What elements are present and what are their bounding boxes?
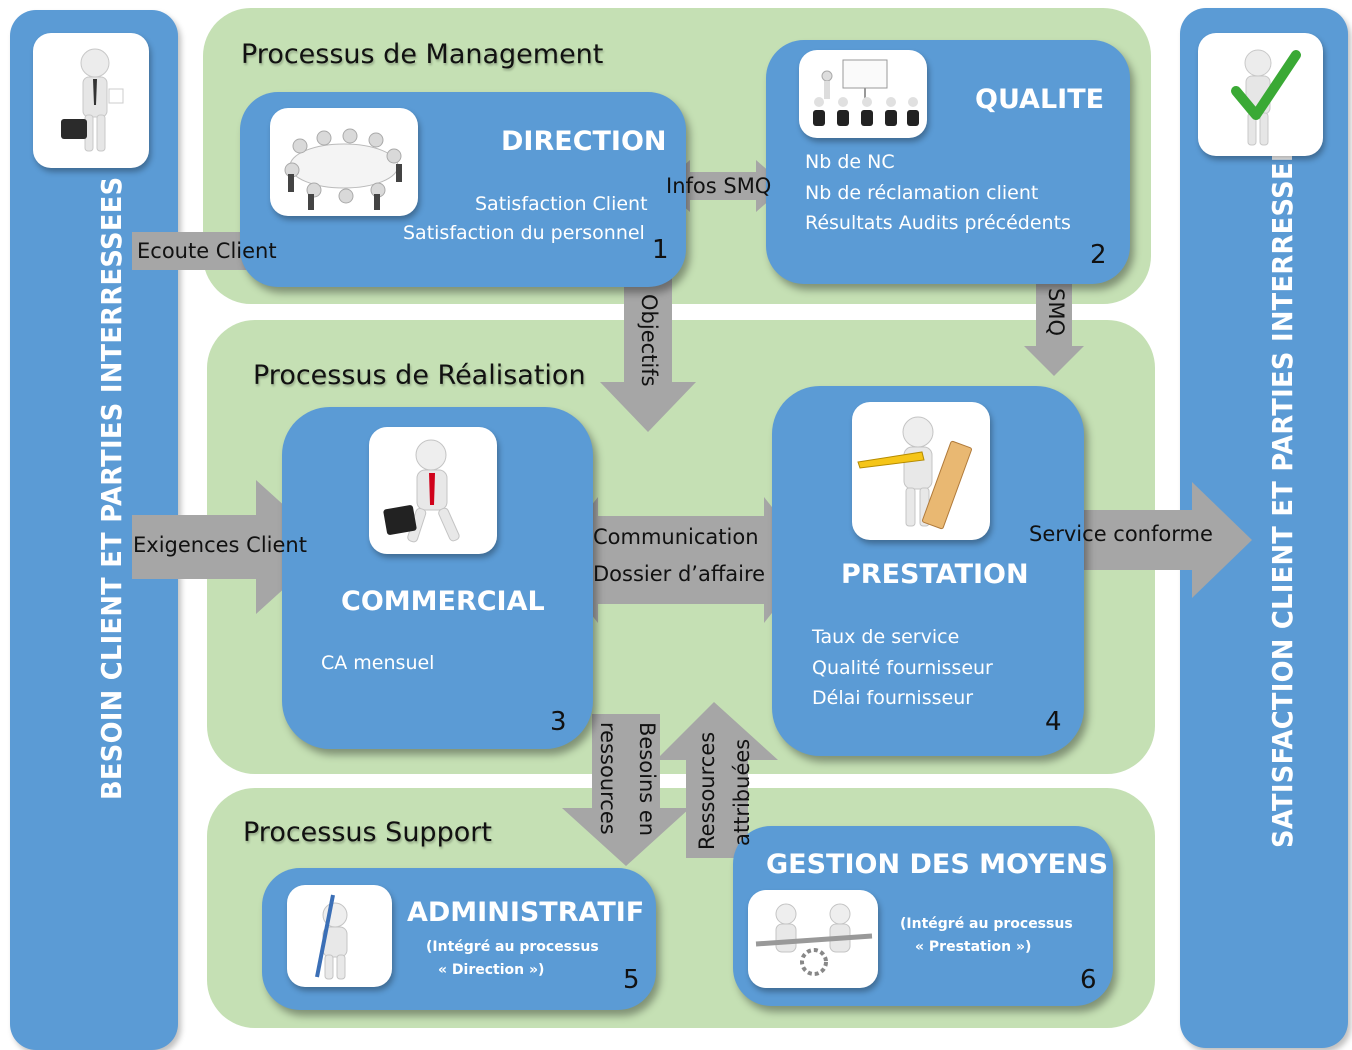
gestion-note-1: (Intégré au processus xyxy=(900,916,1073,932)
dossier-affaire-label: Dossier d’affaire xyxy=(593,562,766,586)
management-group-title: Processus de Management xyxy=(241,39,604,70)
prestation-item-1: Taux de service xyxy=(812,626,960,648)
exigences-client-label: Exigences Client xyxy=(133,533,307,557)
besoins-ressources-label-1: Besoins en xyxy=(635,722,659,837)
ecoute-client-label: Ecoute Client xyxy=(137,239,277,263)
administratif-number: 5 xyxy=(623,965,640,995)
besoins-ressources-arrow xyxy=(562,714,690,866)
administratif-note-1: (Intégré au processus xyxy=(426,939,599,955)
businessman-image xyxy=(33,33,149,168)
exigences-client-arrow xyxy=(132,480,330,614)
communication-arrow xyxy=(548,497,814,623)
gestion-number: 6 xyxy=(1080,965,1097,995)
prestation-number: 4 xyxy=(1045,707,1062,737)
meeting-table-image xyxy=(270,108,418,216)
qualite-number: 2 xyxy=(1090,240,1107,270)
commercial-title: COMMERCIAL xyxy=(341,586,545,617)
engineer-pencil-image xyxy=(852,402,990,540)
objectifs-arrow xyxy=(600,278,696,432)
qualite-title: QUALITE xyxy=(975,84,1105,115)
qualite-item-3: Résultats Audits précédents xyxy=(805,212,1071,234)
qualite-item-2: Nb de réclamation client xyxy=(805,182,1039,204)
direction-title: DIRECTION xyxy=(501,126,667,157)
prestation-title: PRESTATION xyxy=(841,559,1029,590)
direction-number: 1 xyxy=(652,235,669,265)
realisation-group-title: Processus de Réalisation xyxy=(253,360,586,391)
qualite-item-1: Nb de NC xyxy=(805,151,895,173)
besoins-ressources-label-2: ressources xyxy=(596,722,620,835)
ressources-attribuees-label-1: Ressources xyxy=(695,731,719,850)
infos-smq-label: Infos SMQ xyxy=(666,174,772,198)
checkmark-person-image xyxy=(1198,33,1323,156)
objectifs-label: Objectifs xyxy=(637,294,661,387)
gears-team-image xyxy=(748,890,878,988)
prestation-item-2: Qualité fournisseur xyxy=(812,657,993,679)
direction-item-2: Satisfaction du personnel xyxy=(403,222,645,244)
gestion-title: GESTION DES MOYENS xyxy=(766,849,1109,880)
commercial-number: 3 xyxy=(550,707,567,737)
smq-label: SMQ xyxy=(1044,288,1068,336)
direction-item-1: Satisfaction Client xyxy=(475,193,648,215)
gestion-note-2: « Prestation ») xyxy=(915,939,1032,955)
business-runner-image xyxy=(369,427,497,554)
administratif-note-2: « Direction ») xyxy=(438,962,545,978)
infos-smq-arrow xyxy=(660,160,786,212)
ressources-attribuees-arrow xyxy=(656,702,778,858)
presentation-image xyxy=(799,50,927,138)
support-group-title: Processus Support xyxy=(243,817,492,848)
administratif-title: ADMINISTRATIF xyxy=(407,897,645,928)
writer-image xyxy=(287,885,392,987)
ressources-attribuees-label-2: attribuées xyxy=(730,738,754,846)
prestation-item-3: Délai fournisseur xyxy=(812,687,974,709)
communication-label: Communication xyxy=(593,525,759,549)
commercial-item-1: CA mensuel xyxy=(321,652,435,674)
service-conforme-label: Service conforme xyxy=(1029,522,1213,546)
